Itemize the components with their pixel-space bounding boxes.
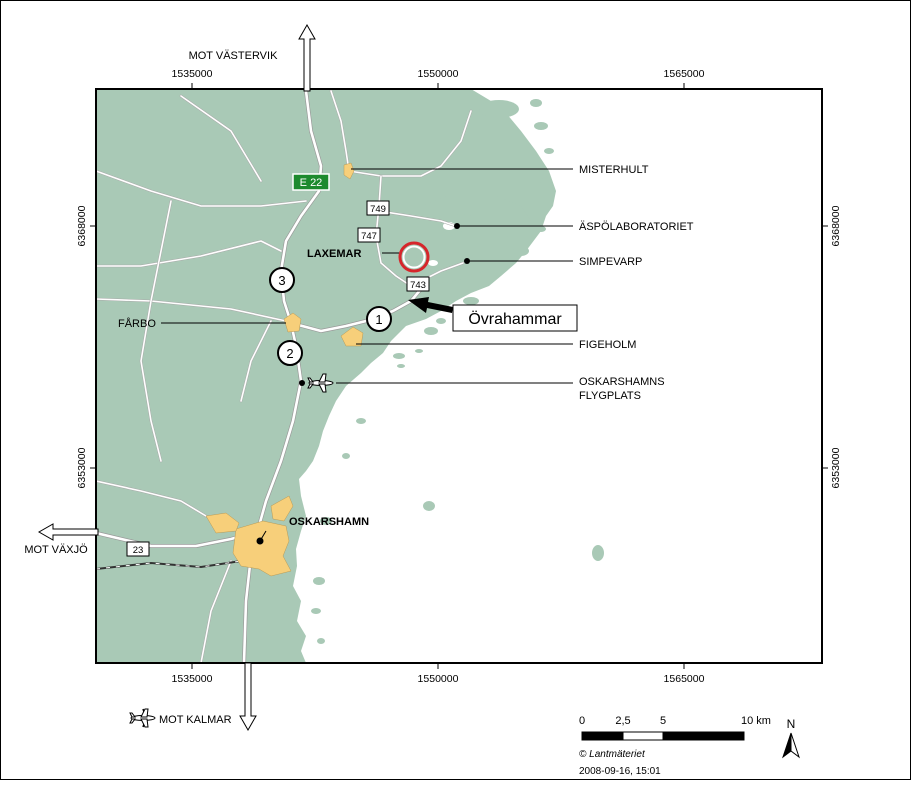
road-23-label: 23 xyxy=(133,545,144,556)
north-arrow-icon xyxy=(782,732,800,759)
farbo-area xyxy=(283,312,302,333)
arrow-south-icon xyxy=(239,662,257,732)
road-747-label: 747 xyxy=(361,231,377,242)
x-coord-top-3: 1565000 xyxy=(664,68,705,80)
misterhult-area xyxy=(343,162,355,180)
label-ovrahammar: Övrahammar xyxy=(468,310,562,328)
oskarshamn-area xyxy=(232,520,292,577)
scale-2-5: 2,5 xyxy=(615,715,630,727)
callout-arrow-icon xyxy=(408,297,453,313)
airplane-airport-icon xyxy=(307,373,334,393)
peninsula xyxy=(416,191,531,283)
road-sign-749: 749 xyxy=(366,200,390,216)
north-arrow-label: N xyxy=(787,717,796,731)
label-airport-line2: FLYGPLATS xyxy=(579,390,641,402)
x-coord-top-2: 1550000 xyxy=(418,68,459,80)
map-border xyxy=(95,88,823,664)
credit-text: © Lantmäteriet xyxy=(579,749,646,760)
label-aspolaboratoriet: ÄSPÖLABORATORIET xyxy=(579,221,694,233)
label-simpevarp: SIMPEVARP xyxy=(579,256,642,268)
label-farbo: FÅRBO xyxy=(118,317,156,330)
x-coord-bottom-3: 1565000 xyxy=(664,673,705,685)
y-coord-left-1: 6368000 xyxy=(76,205,88,246)
label-figeholm: FIGEHOLM xyxy=(579,339,636,351)
road-sign-e22: E 22 xyxy=(292,173,330,191)
airplane-south-icon xyxy=(129,708,156,728)
islands xyxy=(311,99,604,644)
road-sign-747: 747 xyxy=(357,227,381,243)
marker-1-label: 1 xyxy=(375,312,382,327)
leader-lines xyxy=(161,168,573,545)
road-e22-label: E 22 xyxy=(300,177,323,189)
y-coord-right-1: 6368000 xyxy=(830,205,842,246)
arrow-north-icon xyxy=(298,23,316,92)
label-laxemar: LAXEMAR xyxy=(307,248,361,260)
scale-5: 5 xyxy=(660,715,666,727)
label-misterhult: MISTERHULT xyxy=(579,164,649,176)
road-749-label: 749 xyxy=(370,204,386,215)
marker-3-label: 3 xyxy=(278,273,285,288)
x-coord-bottom-2: 1550000 xyxy=(418,673,459,685)
scale-0: 0 xyxy=(579,715,585,727)
direction-north-label: MOT VÄSTERVIK xyxy=(189,50,279,62)
marker-2-label: 2 xyxy=(286,346,293,361)
road-743-label: 743 xyxy=(410,280,426,291)
scale-10km: 10 km xyxy=(741,715,771,727)
x-coord-top-1: 1535000 xyxy=(172,68,213,80)
site-circle xyxy=(398,241,430,273)
y-coord-left-2: 6353000 xyxy=(76,447,88,488)
direction-south-label: MOT KALMAR xyxy=(159,714,232,726)
marker-1: 1 xyxy=(366,306,392,332)
coordinate-ticks xyxy=(90,83,828,669)
arrow-west-icon xyxy=(37,523,99,541)
scale-bar xyxy=(581,731,745,741)
figeholm-area xyxy=(340,326,364,347)
x-coord-bottom-1: 1535000 xyxy=(172,673,213,685)
label-airport-line1: OSKARSHAMNS xyxy=(579,376,665,388)
marker-2: 2 xyxy=(277,340,303,366)
direction-west-label: MOT VÄXJÖ xyxy=(24,544,88,556)
marker-3: 3 xyxy=(269,267,295,293)
callout-box xyxy=(452,304,578,332)
road-sign-23: 23 xyxy=(126,541,150,557)
timestamp-text: 2008-09-16, 15:01 xyxy=(579,766,661,777)
label-oskarshamn: OSKARSHAMN xyxy=(289,516,369,528)
road-sign-743: 743 xyxy=(406,276,430,292)
y-coord-right-2: 6353000 xyxy=(830,447,842,488)
